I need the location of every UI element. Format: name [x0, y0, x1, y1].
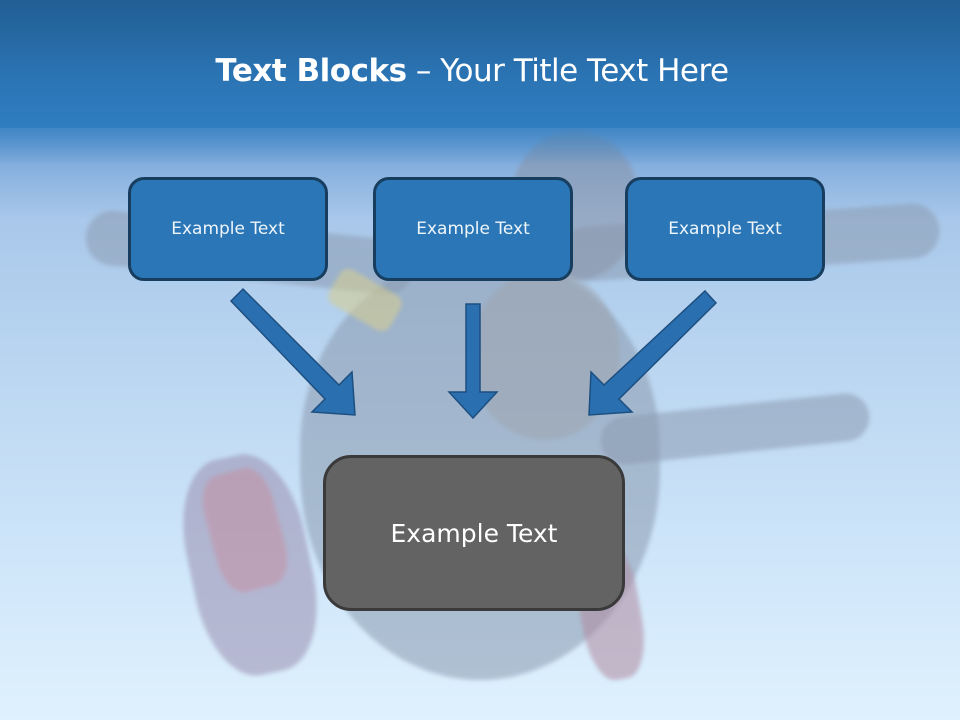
text-block-3[interactable]: Example Text	[625, 177, 825, 281]
title-separator: –	[406, 53, 441, 89]
text-block-1[interactable]: Example Text	[128, 177, 328, 281]
slide-title[interactable]: Text Blocks – Your Title Text Here	[0, 53, 944, 89]
title-bar-fade	[0, 126, 960, 166]
text-block-2[interactable]: Example Text	[373, 177, 573, 281]
title-normal-part: Your Title Text Here	[440, 53, 729, 89]
text-block-bottom-label: Example Text	[390, 518, 558, 548]
title-bold-part: Text Blocks	[215, 53, 407, 89]
text-block-2-label: Example Text	[416, 219, 530, 239]
title-bar	[0, 0, 960, 128]
text-block-1-label: Example Text	[171, 219, 285, 239]
text-block-3-label: Example Text	[668, 219, 782, 239]
text-block-bottom[interactable]: Example Text	[323, 455, 625, 611]
photo-head-front	[470, 270, 620, 440]
